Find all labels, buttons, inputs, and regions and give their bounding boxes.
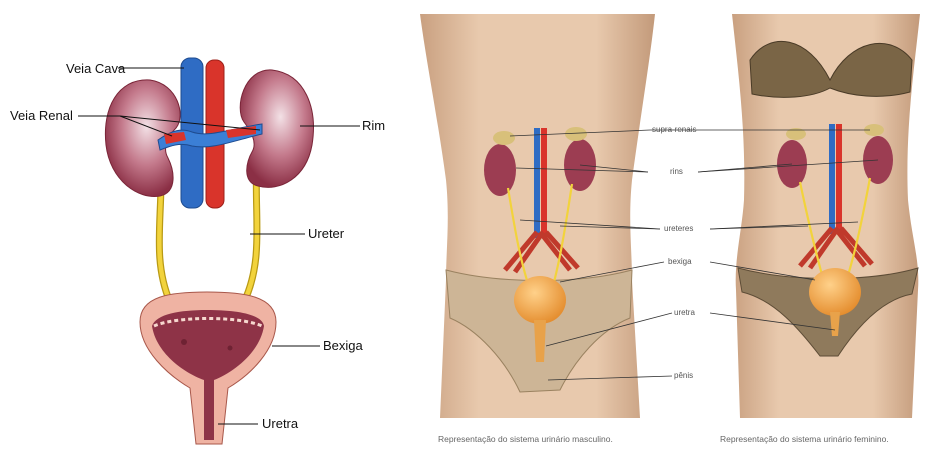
caption-female: Representação do sistema urinário femini… [720, 434, 889, 444]
label-vena-cava: Veia Cava [66, 61, 125, 76]
label-ureter: Ureter [308, 226, 344, 241]
label-urethra-small: uretra [674, 308, 695, 317]
female-bladder [809, 268, 861, 316]
label-urethra: Uretra [262, 416, 298, 431]
male-figure [420, 14, 655, 418]
left-schematic-diagram [78, 58, 360, 444]
female-figure [732, 14, 920, 418]
label-renal-vein: Veia Renal [10, 108, 73, 123]
label-bladder-small: bexiga [668, 257, 692, 266]
caption-male: Representação do sistema urinário mascul… [438, 434, 613, 444]
bladder-inner-cavity [152, 310, 264, 440]
label-kidneys: rins [670, 167, 683, 176]
male-bladder [514, 276, 566, 324]
label-penis: pênis [674, 371, 693, 380]
label-suprarenal: supra-renais [652, 125, 696, 134]
label-kidney: Rim [362, 118, 385, 133]
label-bladder: Bexiga [323, 338, 363, 353]
male-left-kidney [484, 144, 516, 196]
label-ureters: ureteres [664, 224, 693, 233]
